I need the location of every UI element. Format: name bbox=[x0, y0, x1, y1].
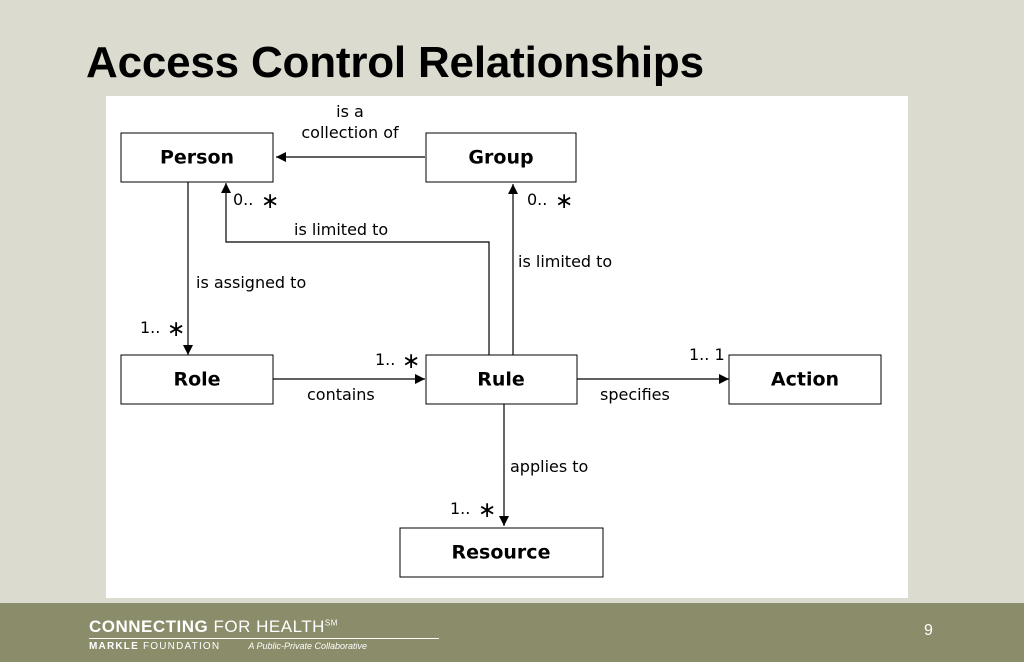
node-action-label: Action bbox=[771, 369, 839, 391]
org-strong: MARKLE bbox=[89, 641, 139, 652]
mult-role-star: ∗ bbox=[167, 317, 185, 342]
tagline: A Public-Private Collaborative bbox=[248, 641, 368, 651]
edge-rule-person bbox=[221, 183, 490, 355]
org-line: MARKLE FOUNDATION A Public-Private Collab… bbox=[89, 641, 367, 652]
node-role-label: Role bbox=[173, 369, 220, 391]
node-rule: Rule bbox=[425, 354, 578, 405]
page-number: 9 bbox=[924, 622, 933, 639]
brand-divider bbox=[89, 638, 439, 639]
node-role: Role bbox=[120, 354, 274, 405]
mult-rule: 1.. bbox=[375, 350, 395, 369]
node-person: Person bbox=[120, 132, 274, 183]
edge-label-person-role: is assigned to bbox=[196, 273, 306, 292]
org-light: FOUNDATION bbox=[138, 641, 221, 652]
node-person-label: Person bbox=[160, 147, 234, 169]
mult-resource: 1.. bbox=[450, 499, 470, 518]
relationship-diagram: Person Group Role Rule Action Resource i… bbox=[120, 102, 882, 578]
edge-label-rule-person: is limited to bbox=[294, 220, 388, 239]
diagram-panel: Person Group Role Rule Action Resource i… bbox=[106, 96, 908, 598]
mult-person-star: ∗ bbox=[261, 189, 279, 214]
node-action: Action bbox=[728, 354, 882, 405]
brand-light: FOR HEALTH bbox=[208, 617, 325, 636]
mult-resource-star: ∗ bbox=[478, 498, 496, 523]
node-resource-label: Resource bbox=[452, 542, 551, 564]
footer-bar: CONNECTING FOR HEALTHSM MARKLE FOUNDATIO… bbox=[0, 603, 1024, 662]
edge-label-rule-resource: applies to bbox=[510, 457, 588, 476]
mult-person: 0.. bbox=[233, 190, 253, 209]
brand-service-mark: SM bbox=[324, 618, 338, 628]
edge-label-is-a: is a bbox=[336, 102, 364, 121]
node-resource: Resource bbox=[399, 527, 604, 578]
node-group-label: Group bbox=[468, 147, 533, 169]
mult-group-star: ∗ bbox=[555, 189, 573, 214]
mult-group: 0.. bbox=[527, 190, 547, 209]
node-rule-label: Rule bbox=[477, 369, 525, 391]
brand-strong: CONNECTING bbox=[89, 617, 209, 636]
edge-label-rule-group: is limited to bbox=[518, 252, 612, 271]
node-group: Group bbox=[425, 132, 577, 183]
edge-label-role-rule: contains bbox=[307, 385, 375, 404]
brand-logo: CONNECTING FOR HEALTHSM bbox=[89, 617, 338, 637]
edge-label-collection-of: collection of bbox=[301, 123, 399, 142]
mult-rule-star: ∗ bbox=[402, 349, 420, 374]
slide-title: Access Control Relationships bbox=[86, 38, 704, 87]
mult-role: 1.. bbox=[140, 318, 160, 337]
edge-label-rule-action: specifies bbox=[600, 385, 670, 404]
mult-action: 1.. 1 bbox=[689, 345, 725, 364]
